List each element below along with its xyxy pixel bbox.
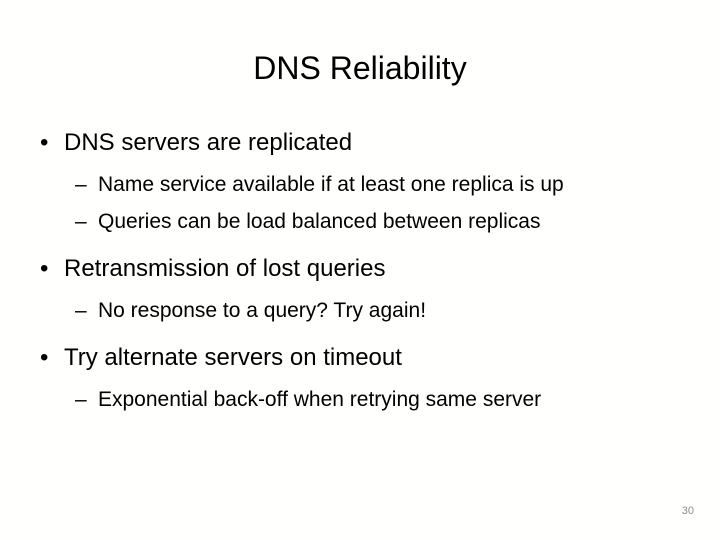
bullet-dash-icon: – — [75, 388, 87, 411]
bullet-level2: – Name service available if at least one… — [0, 166, 700, 203]
page-number: 30 — [681, 505, 694, 517]
sub-bullet-group: – Name service available if at least one… — [0, 166, 700, 240]
page-title: DNS Reliability — [253, 50, 467, 86]
bullet-level1: • Retransmission of lost queries — [0, 254, 700, 284]
bullet-dot-icon: • — [40, 129, 49, 156]
sub-bullet-group: – No response to a query? Try again! — [0, 292, 700, 329]
bullet-dot-icon: • — [40, 344, 49, 371]
bullet-dash-icon: – — [75, 173, 87, 196]
bullet-level1: • DNS servers are replicated — [0, 128, 700, 158]
bullet-text: Name service available if at least one r… — [98, 173, 564, 196]
bullet-dash-icon: – — [75, 210, 87, 233]
bullet-dot-icon: • — [40, 255, 49, 282]
bullet-level2: – Queries can be load balanced between r… — [0, 203, 700, 240]
sub-bullet-group: – Exponential back-off when retrying sam… — [0, 381, 700, 418]
bullet-level2: – No response to a query? Try again! — [0, 292, 700, 329]
bullet-text: Queries can be load balanced between rep… — [98, 210, 541, 233]
bullet-text: Retransmission of lost queries — [64, 255, 386, 282]
slide-body: • DNS servers are replicated – Name serv… — [0, 128, 700, 528]
bullet-text: DNS servers are replicated — [64, 129, 353, 156]
bullet-dash-icon: – — [75, 299, 87, 322]
bullet-level1: • Try alternate servers on timeout — [0, 343, 700, 373]
bullet-text: No response to a query? Try again! — [98, 299, 427, 322]
bullet-text: Try alternate servers on timeout — [64, 344, 402, 371]
bullet-text: Exponential back-off when retrying same … — [98, 388, 542, 411]
bullet-level2: – Exponential back-off when retrying sam… — [0, 381, 700, 418]
